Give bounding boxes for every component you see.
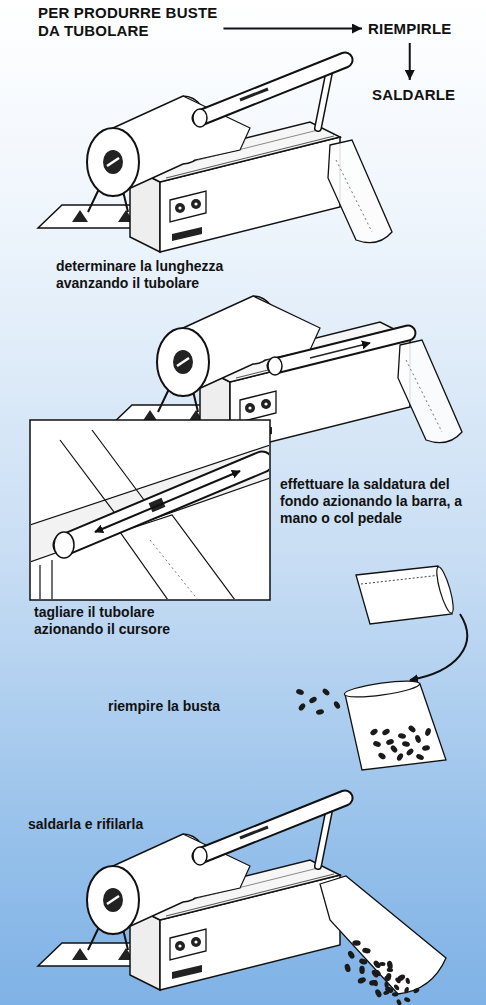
hanging-filled-bag-part: [365, 957, 423, 1005]
falling-beans-part: [295, 688, 304, 696]
flow-arrow: [410, 614, 467, 680]
step-text: PER PRODURRE BUSTE DA TUBOLARE: [38, 4, 230, 40]
filled-bag-part: [344, 678, 421, 700]
caption-holder: effettuare la saldatura del fondo aziona…: [280, 476, 470, 527]
flow-arrow: [409, 43, 411, 80]
falling-beans-part: [297, 702, 306, 711]
falling-beans-part: [321, 687, 330, 696]
caption-holder: saldarla e rifilarla: [28, 816, 198, 833]
caption-holder: riempire la busta: [108, 698, 268, 715]
inset-detail-part: [31, 430, 269, 599]
falling-beans: [295, 687, 341, 715]
inset-detail-part-part: [120, 515, 235, 599]
inset-detail-part-part: [64, 462, 262, 545]
machine-advance-part: [38, 96, 340, 252]
hanging-filled-bag: [320, 876, 446, 1005]
step-caption: tagliare il tubolare azionando il cursor…: [34, 604, 194, 638]
step-caption: effettuare la saldatura del fondo aziona…: [280, 476, 470, 527]
machine-close-part: [193, 798, 345, 866]
caption-holder: tagliare il tubolare azionando il cursor…: [34, 604, 194, 638]
empty-bag-part: [361, 575, 441, 584]
step-caption: determinare la lunghezza avanzando il tu…: [56, 258, 276, 292]
machine-advance: [38, 60, 392, 252]
inset-detail-part-part: [54, 532, 74, 558]
machine-advance-part: [193, 60, 345, 128]
empty-bag-part: [434, 566, 457, 615]
step-caption: riempire la busta: [108, 698, 268, 715]
falling-beans-part: [308, 696, 318, 705]
hanging-filled-bag-part: [320, 876, 446, 994]
inset-detail-part-part: [95, 471, 240, 532]
step-text: SALDARLE: [372, 86, 455, 104]
machine-seal-part: [398, 340, 462, 443]
filled-bag: [344, 678, 446, 770]
inset-detail-part-part: [150, 540, 198, 599]
empty-bag: [356, 566, 456, 624]
falling-beans-part: [333, 700, 342, 710]
flow-arrow: [223, 28, 362, 30]
step-caption: saldarla e rifilarla: [28, 816, 198, 833]
inset-detail: [30, 420, 270, 600]
machine-seal-part: [268, 333, 408, 375]
machine-advance-part: [328, 140, 392, 243]
falling-beans-part: [316, 709, 325, 716]
flow-step: SALDARLE: [372, 86, 455, 104]
inset-detail-part: [30, 420, 270, 600]
inset-detail-part-part: [64, 462, 262, 545]
flow-step: PER PRODURRE BUSTE DA TUBOLARE: [38, 4, 230, 40]
flow-step: RIEMPIRLE: [368, 20, 451, 38]
filled-bag-part: [369, 724, 432, 761]
step-text: RIEMPIRLE: [368, 20, 451, 38]
machine-close-part: [38, 834, 340, 990]
caption-holder: determinare la lunghezza avanzando il tu…: [56, 258, 276, 292]
inset-detail-part-part: [40, 560, 52, 599]
